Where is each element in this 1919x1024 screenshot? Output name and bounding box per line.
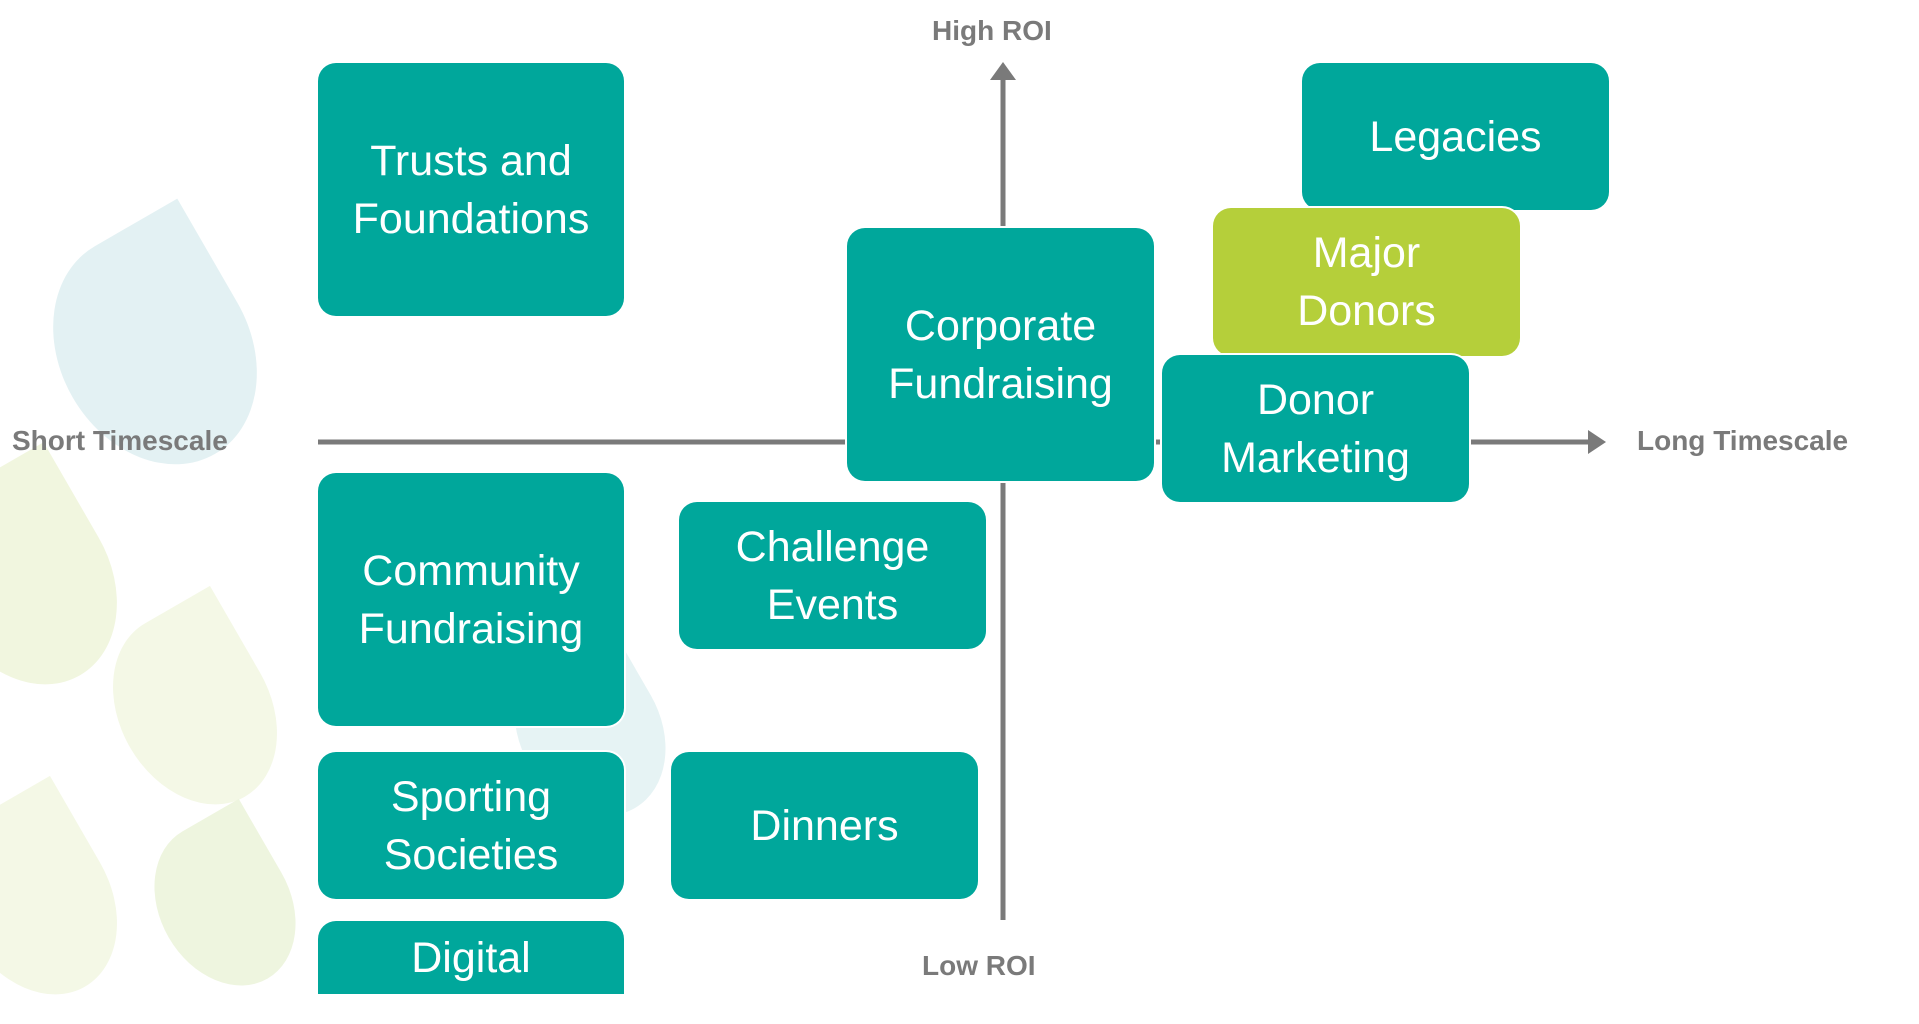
axis-label-high-roi: High ROI	[932, 15, 1052, 46]
axis-label-long-timescale: Long Timescale	[1637, 425, 1849, 456]
box-major-donors: Major Donors	[1213, 208, 1520, 356]
axis-arrow-up	[990, 62, 1016, 80]
box-label: Sporting Societies	[383, 772, 559, 879]
box-label: Corporate Fundraising	[888, 301, 1113, 408]
axis-label-short-timescale: Short Timescale	[12, 425, 228, 456]
box-legacies: Legacies	[1302, 63, 1609, 210]
box-dinners: Dinners	[671, 752, 978, 899]
box-corporate-fundraising: Corporate Fundraising	[847, 228, 1154, 481]
box-label: Dinners	[750, 801, 899, 850]
box-label: Major Donors	[1297, 229, 1436, 335]
box-label: Trusts and Foundations	[352, 136, 590, 243]
box-challenge-events: Challenge Events	[679, 502, 986, 649]
box-label: Community Fundraising	[358, 546, 584, 653]
box-label: Legacies	[1369, 112, 1542, 161]
axis-label-low-roi: Low ROI	[922, 950, 1036, 981]
box-label: Challenge Events	[735, 522, 930, 629]
box-label: Donor Marketing	[1221, 375, 1410, 482]
box-trusts-and-foundations: Trusts and Foundations	[318, 63, 624, 316]
box-sporting-societies: Sporting Societies	[318, 752, 624, 899]
axis-arrow-right	[1588, 430, 1606, 454]
box-label: Digital	[411, 934, 531, 982]
box-community-fundraising: Community Fundraising	[318, 473, 624, 726]
box-donor-marketing: Donor Marketing	[1162, 355, 1469, 502]
box-digital: Digital	[318, 921, 624, 994]
